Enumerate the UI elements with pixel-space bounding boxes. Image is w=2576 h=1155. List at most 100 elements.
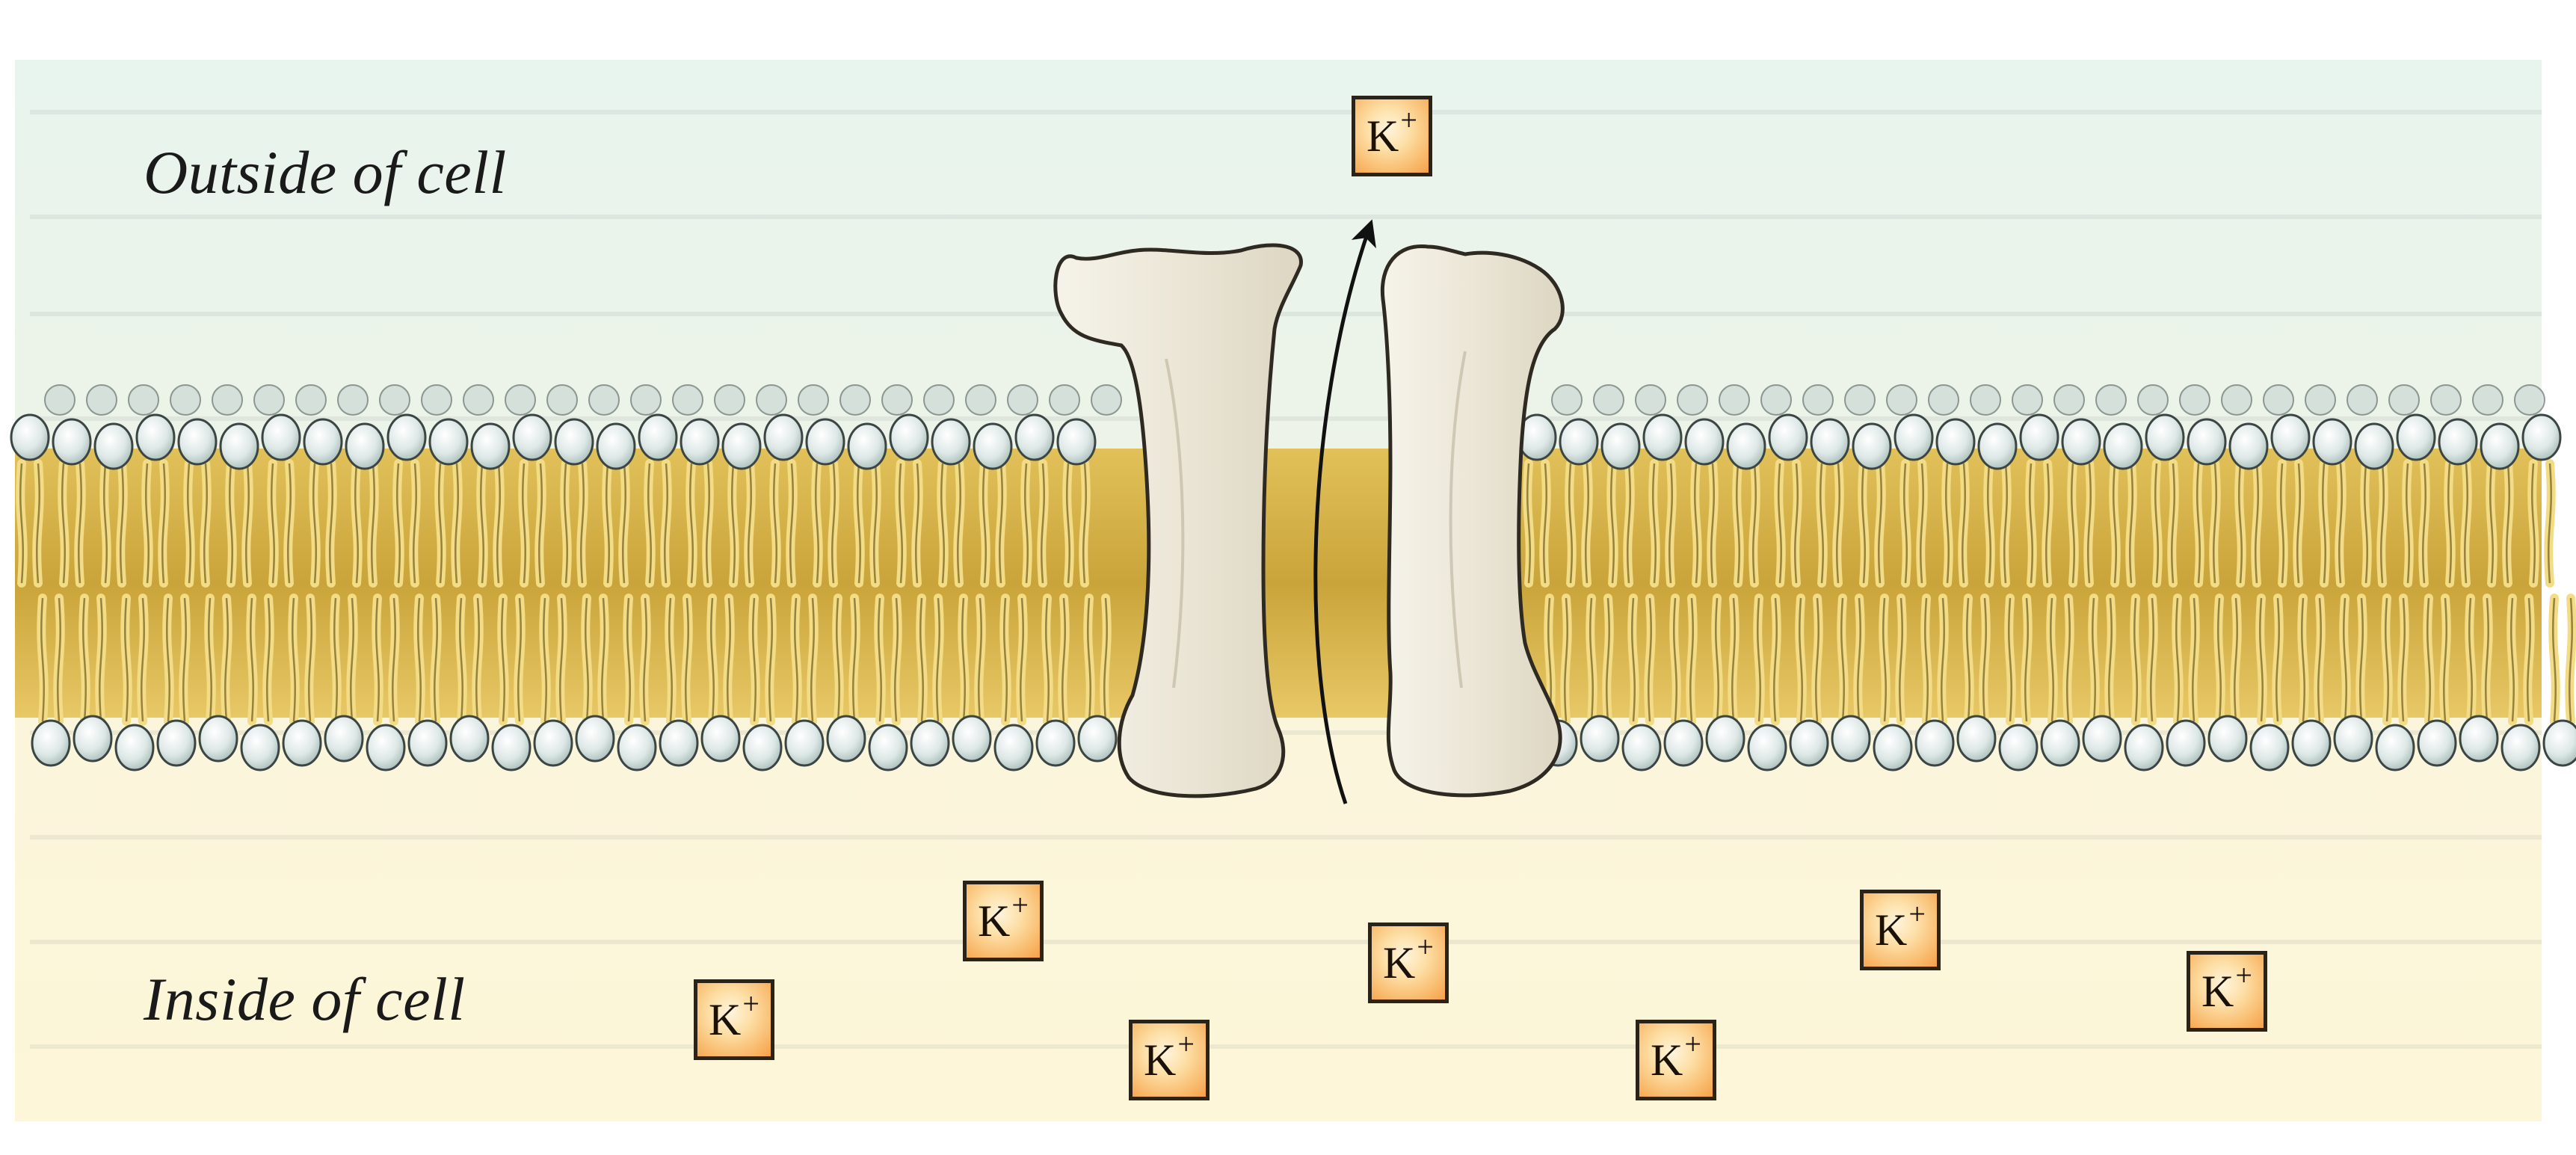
- phospholipid-head-back-row: [2012, 385, 2042, 415]
- ion-charge: +: [1417, 929, 1434, 964]
- potassium-ion: K+: [963, 881, 1044, 961]
- phospholipid-head: [1707, 716, 1744, 761]
- phospholipid-head-back-row: [1887, 385, 1917, 415]
- phospholipid-head-back-row: [1970, 385, 2000, 415]
- phospholipid-head-back-row: [2305, 385, 2335, 415]
- phospholipid-head-back-row: [1008, 385, 1038, 415]
- phospholipid-head: [618, 725, 656, 770]
- phospholipid-head-back-row: [966, 385, 996, 415]
- outside-of-cell-label: Outside of cell: [144, 138, 507, 208]
- phospholipid-head-back-row: [129, 385, 158, 415]
- phospholipid-head: [2376, 725, 2414, 770]
- phospholipid-head-back-row: [45, 385, 75, 415]
- phospholipid-head-back-row: [631, 385, 661, 415]
- phospholipid-head-back-row: [2389, 385, 2419, 415]
- phospholipid-head-back-row: [1677, 385, 1707, 415]
- ion-charge: +: [742, 986, 759, 1021]
- phospholipid-head-back-row: [1803, 385, 1833, 415]
- phospholipid-head: [723, 424, 760, 469]
- phospholipid-head: [848, 424, 886, 469]
- phospholipid-head: [765, 415, 802, 460]
- phospholipid-head: [2062, 419, 2100, 464]
- phospholipid-head-back-row: [2431, 385, 2461, 415]
- phospholipid-head: [2125, 725, 2163, 770]
- phospholipid-head: [932, 419, 970, 464]
- phospholipid-head: [1937, 419, 1974, 464]
- phospholipid-head-back-row: [673, 385, 703, 415]
- phospholipid-head-back-row: [505, 385, 535, 415]
- phospholipid-head-back-row: [924, 385, 954, 415]
- phospholipid-head: [304, 419, 342, 464]
- phospholipid-head: [786, 721, 823, 766]
- phospholipid-head: [1853, 424, 1891, 469]
- phospholipid-head-back-row: [2347, 385, 2377, 415]
- phospholipid-head: [493, 725, 530, 770]
- phospholipid-head: [2083, 716, 2121, 761]
- phospholipid-head: [2523, 415, 2560, 460]
- phospholipid-head: [2167, 721, 2204, 766]
- phospholipid-head: [53, 419, 90, 464]
- potassium-ion: K+: [2187, 951, 2267, 1032]
- phospholipid-head: [1581, 716, 1618, 761]
- phospholipid-head: [911, 721, 949, 766]
- phospholipid-head-back-row: [212, 385, 242, 415]
- phospholipid-head: [1623, 725, 1660, 770]
- phospholipid-head: [158, 721, 195, 766]
- ion-symbol: K: [1651, 1038, 1683, 1082]
- phospholipid-head: [2460, 716, 2498, 761]
- phospholipid-head: [974, 424, 1011, 469]
- potassium-ion: K+: [1352, 96, 1432, 176]
- phospholipid-head: [2272, 415, 2309, 460]
- phospholipid-head: [995, 725, 1032, 770]
- phospholipid-head: [2251, 725, 2288, 770]
- phospholipid-head-back-row: [1050, 385, 1079, 415]
- phospholipid-head: [221, 424, 258, 469]
- ion-charge: +: [1011, 887, 1029, 923]
- phospholipid-head: [1560, 419, 1597, 464]
- phospholipid-head: [32, 721, 70, 766]
- phospholipid-head: [1686, 419, 1723, 464]
- phospholipid-head-back-row: [1091, 385, 1121, 415]
- ion-symbol: K: [1366, 114, 1399, 158]
- phospholipid-head: [451, 716, 488, 761]
- phospholipid-head: [660, 721, 697, 766]
- phospholipid-head: [2355, 424, 2393, 469]
- phospholipid-head: [2146, 415, 2184, 460]
- phospholipid-head: [116, 725, 153, 770]
- phospholipid-head: [2293, 721, 2330, 766]
- phospholipid-head: [74, 716, 111, 761]
- phospholipid-head-back-row: [1594, 385, 1624, 415]
- phospholipid-head: [1602, 424, 1639, 469]
- phospholipid-head: [2418, 721, 2456, 766]
- phospholipid-head: [2209, 716, 2246, 761]
- phospholipid-head-back-row: [589, 385, 619, 415]
- phospholipid-head: [2314, 419, 2351, 464]
- ion-symbol: K: [1144, 1038, 1176, 1082]
- phospholipid-head: [2042, 721, 2079, 766]
- phospholipid-head: [681, 419, 718, 464]
- phospholipid-head-back-row: [2473, 385, 2503, 415]
- phospholipid-head: [1644, 415, 1681, 460]
- phospholipid-head: [1079, 716, 1116, 761]
- phospholipid-head: [1016, 415, 1053, 460]
- phospholipid-head: [514, 415, 551, 460]
- phospholipid-head: [2397, 415, 2435, 460]
- phospholipid-head: [325, 716, 363, 761]
- phospholipid-head: [2021, 415, 2058, 460]
- phospholipid-head: [2230, 424, 2267, 469]
- phospholipid-head-back-row: [463, 385, 493, 415]
- phospholipid-head: [1979, 424, 2016, 469]
- phospholipid-head: [869, 725, 907, 770]
- phospholipid-head-back-row: [798, 385, 828, 415]
- phospholipid-head: [137, 415, 174, 460]
- phospholipid-head-back-row: [2054, 385, 2084, 415]
- phospholipid-head: [534, 721, 572, 766]
- phospholipid-head: [2481, 424, 2518, 469]
- potassium-ion: K+: [1636, 1020, 1716, 1100]
- phospholipid-head-back-row: [757, 385, 786, 415]
- potassium-ion: K+: [694, 979, 774, 1060]
- potassium-ion: K+: [1860, 890, 1941, 970]
- phospholipid-head: [262, 415, 300, 460]
- phospholipid-head-back-row: [547, 385, 577, 415]
